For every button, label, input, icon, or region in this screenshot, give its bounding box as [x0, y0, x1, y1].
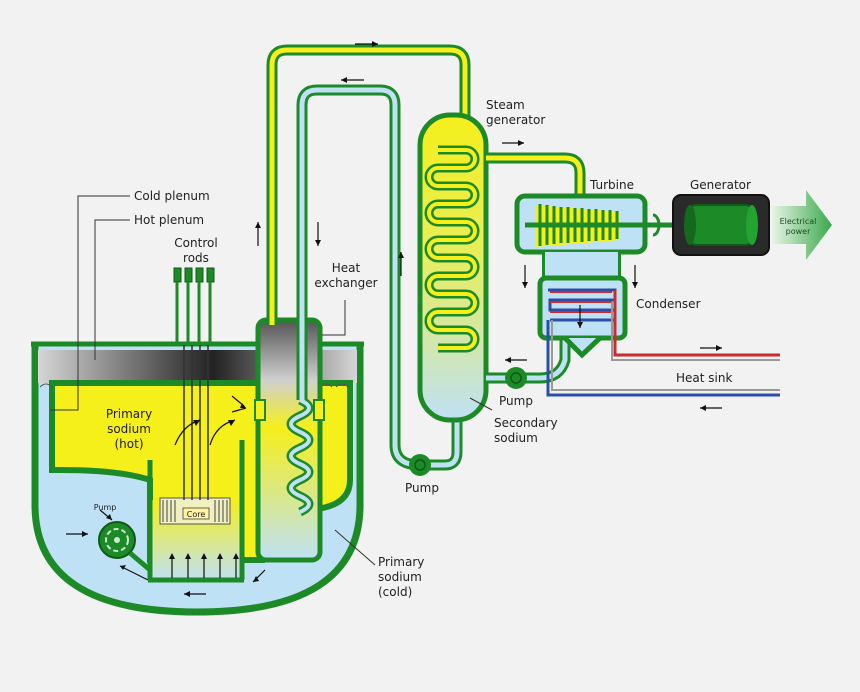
core-region: Core [147, 440, 245, 583]
secondary-loop [266, 44, 471, 476]
leader-lines [50, 195, 493, 566]
flow-arrows [66, 41, 722, 597]
steam-line [486, 152, 586, 389]
turbine [514, 193, 675, 280]
primary-cold-label-2: sodium [378, 570, 422, 584]
control-rods-label-2: rods [183, 251, 209, 265]
primary-hot-label-3: (hot) [114, 437, 143, 451]
heat-sink-label: Heat sink [676, 371, 732, 385]
steam-pump-label: Pump [499, 394, 533, 408]
heat-exchanger [254, 317, 325, 563]
electrical-power-label-2: power [786, 227, 811, 236]
primary-pump-label: Pump [94, 503, 117, 512]
primary-cold-label-3: (cold) [378, 585, 412, 599]
primary-cold-label-1: Primary [378, 555, 424, 569]
condenser-label: Condenser [636, 297, 701, 311]
primary-hot-label-2: sodium [107, 422, 151, 436]
secondary-sodium-label-2: sodium [494, 431, 538, 445]
labels: Cold plenum Hot plenum Control rods Heat… [94, 98, 751, 599]
electrical-power-arrow: Electrical power [772, 190, 832, 260]
secondary-pump-label: Pump [405, 481, 439, 495]
secondary-sodium-label-1: Secondary [494, 416, 558, 430]
hot-plenum-label: Hot plenum [134, 213, 204, 227]
control-rods-label-1: Control [174, 236, 217, 250]
heat-exchanger-label-2: exchanger [314, 276, 377, 290]
electrical-power-label-1: Electrical [780, 217, 817, 226]
cold-plenum-label: Cold plenum [134, 189, 210, 203]
steam-generator-label-2: generator [486, 113, 545, 127]
generator-label: Generator [690, 178, 751, 192]
heat-exchanger-label-1: Heat [332, 261, 361, 275]
condenser [537, 275, 780, 397]
steam-generator [417, 112, 489, 423]
primary-pump [98, 521, 152, 572]
core-label: Core [187, 510, 206, 519]
control-rods [173, 267, 215, 500]
turbine-label: Turbine [589, 178, 634, 192]
steam-generator-label-1: Steam [486, 98, 525, 112]
generator [652, 194, 770, 256]
primary-hot-label-1: Primary [106, 407, 152, 421]
core-block [182, 507, 210, 520]
